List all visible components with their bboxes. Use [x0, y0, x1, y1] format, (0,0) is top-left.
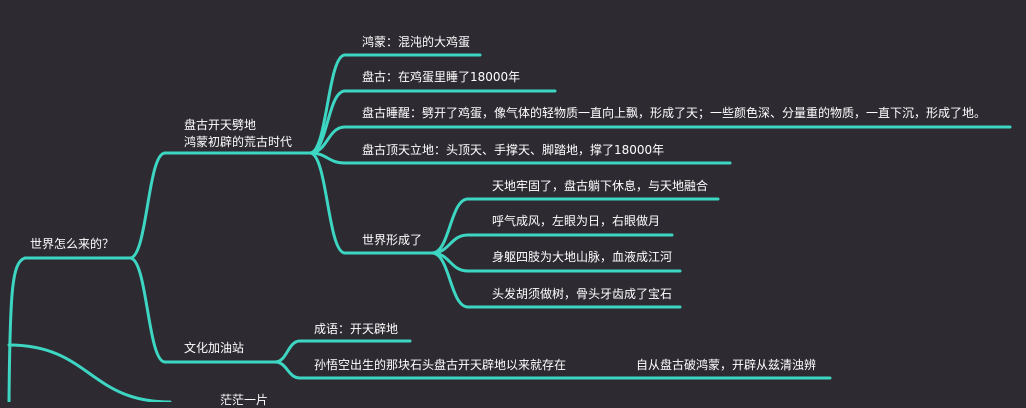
topic-partial-bottom[interactable]: 茫茫一片: [220, 393, 269, 407]
pangu-child-wake[interactable]: 盘古睡醒：劈开了鸡蛋，像气体的轻物质一直向上飘，形成了天；一些颜色深、分量重的物…: [362, 106, 987, 120]
world-child-hair[interactable]: 头发胡须做树，骨头牙齿成了宝石: [492, 287, 673, 301]
branch-root-pangu: [128, 151, 167, 260]
branch-root-culture: [128, 256, 167, 364]
branch-root-partial: [7, 343, 172, 402]
culture-child-stone[interactable]: 孙悟空出生的那块石头盘古开天辟地以来就存在: [314, 358, 567, 372]
pangu-child-hongmeng[interactable]: 鸿蒙：混沌的大鸡蛋: [362, 35, 471, 49]
world-child-rest[interactable]: 天地牢固了，盘古躺下休息，与天地融合: [492, 179, 709, 193]
branch-pangu-world: [308, 151, 347, 255]
culture-grandchild-poem[interactable]: 自从盘古破鸿蒙，开辟从兹清浊辨: [636, 358, 817, 372]
pangu-child-sleep[interactable]: 盘古：在鸡蛋里睡了18000年: [362, 70, 521, 84]
topic-pangu[interactable]: 盘古开天劈地 鸿蒙初辟的荒古时代: [184, 117, 292, 151]
branch-culture-0: [273, 339, 302, 364]
topic-pangu-line1: 盘古开天劈地: [184, 118, 257, 132]
branch-world-3: [430, 251, 470, 309]
pangu-child-stand[interactable]: 盘古顶天立地：头顶天、手撑天、脚踏地，撑了18000年: [362, 143, 665, 157]
topic-culture[interactable]: 文化加油站: [184, 341, 245, 355]
world-child-breath[interactable]: 呼气成风，左眼为日，右眼做月: [492, 214, 661, 228]
trunk-branch: [7, 256, 27, 402]
culture-child-idiom[interactable]: 成语：开天辟地: [314, 322, 399, 336]
branch-culture-1: [273, 360, 302, 380]
topic-pangu-line2: 鸿蒙初辟的荒古时代: [184, 135, 293, 149]
root-node[interactable]: 世界怎么来的？: [30, 237, 115, 251]
topic-world-formed[interactable]: 世界形成了: [362, 233, 423, 247]
world-child-body[interactable]: 身躯四肢为大地山脉，血液成江河: [492, 250, 673, 264]
